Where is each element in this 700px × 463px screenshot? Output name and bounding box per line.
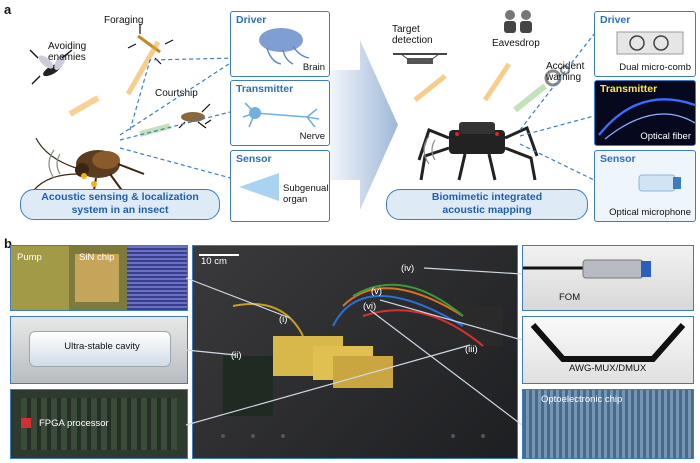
- card-sensor-organ: Sensor Subgenual organ: [230, 150, 330, 222]
- hexapod-robot-icon: [417, 122, 539, 181]
- card-sub: Nerve: [299, 131, 325, 142]
- connectors-left: [119, 57, 239, 181]
- caption-line1: Biomimetic integrated: [431, 191, 543, 203]
- subgenual-organ-icon: [239, 173, 279, 201]
- card-transmitter-nerve: Transmitter Nerve: [230, 80, 330, 146]
- label-target-detection: Target detection: [392, 24, 433, 46]
- photo-pump-sin-chip: Pump SiN chip: [10, 245, 188, 311]
- label-pump: Pump: [17, 252, 42, 263]
- insect-illustration: [29, 24, 212, 203]
- card-title: Sensor: [600, 153, 636, 165]
- label-fom: FOM: [559, 292, 581, 303]
- label-courtship: Courtship: [155, 88, 198, 99]
- card-transmitter-fiber: Transmitter Optical fiber: [594, 80, 696, 146]
- label-accident-warning: Accident warning: [546, 61, 585, 83]
- panel-a-letter: a: [4, 2, 12, 17]
- brain-icon: [259, 28, 310, 65]
- photo-setup: 10 cm (i) (ii) (iii) (iv) (v) (vi): [192, 245, 518, 459]
- card-sub: Optical microphone: [609, 207, 691, 218]
- setup-illustration: [221, 283, 503, 438]
- card-sub: Subgenual organ: [283, 183, 328, 205]
- marker-ii: (ii): [231, 350, 242, 361]
- label-sin-chip: SiN chip: [79, 252, 115, 263]
- marker-vi: (vi): [363, 301, 377, 312]
- card-title: Sensor: [236, 153, 272, 165]
- nerve-icon: [242, 102, 320, 128]
- label-cavity: Ultra-stable cavity: [64, 341, 140, 352]
- left-caption-pill: Acoustic sensing & localization system i…: [20, 189, 220, 220]
- card-title: Driver: [600, 14, 631, 26]
- robot-illustration: [393, 53, 570, 181]
- fpga-board: [21, 398, 177, 450]
- card-title: Transmitter: [600, 83, 658, 95]
- fom-icon: [523, 259, 651, 279]
- microphone-icon: [638, 174, 681, 192]
- big-arrow: [330, 40, 398, 210]
- card-sub: Dual micro-comb: [619, 62, 691, 73]
- photo-fpga: FPGA processor: [10, 389, 188, 459]
- connectors-right: [519, 33, 595, 181]
- scale-bar: [199, 254, 239, 256]
- photo-chip: Optoelectronic chip: [522, 389, 694, 459]
- awg-icon: [530, 323, 686, 362]
- card-sensor-microphone: Sensor Optical microphone: [594, 150, 696, 222]
- optical-fiber-icon: [598, 98, 695, 140]
- scale-bar-label: 10 cm: [201, 256, 227, 267]
- photo-fom: FOM: [522, 245, 694, 311]
- pump-board: [11, 246, 69, 310]
- photo-cavity: Ultra-stable cavity: [10, 316, 188, 384]
- marker-v: (v): [371, 286, 383, 297]
- fly-icon: [29, 49, 73, 85]
- micro-comb-icon: [616, 31, 684, 55]
- label-foraging: Foraging: [104, 15, 144, 26]
- label-chip: Optoelectronic chip: [541, 394, 623, 405]
- caption-line2: system in an insect: [71, 204, 169, 216]
- photo-awg: AWG-MUX/DMUX: [522, 316, 694, 384]
- panel-b-letter: b: [4, 236, 12, 251]
- card-driver-brain: Driver Brain: [230, 11, 330, 77]
- marker-iv: (iv): [401, 263, 415, 274]
- card-sub-line1: Subgenual: [283, 183, 329, 194]
- card-sub: Optical fiber: [640, 131, 691, 142]
- card-sub-line2: organ: [283, 194, 308, 205]
- drone-icon: [393, 53, 447, 64]
- label-avoiding-enemies: Avoiding enemies: [48, 41, 87, 63]
- card-driver-microcomb: Driver Dual micro-comb: [594, 11, 696, 77]
- caption-line2: acoustic mapping: [442, 204, 532, 216]
- grasshopper-icon: [178, 103, 212, 129]
- card-title: Transmitter: [236, 83, 294, 95]
- marker-i: (i): [279, 314, 288, 325]
- label-awg: AWG-MUX/DMUX: [569, 363, 647, 374]
- chip-microscope: [127, 246, 187, 310]
- card-sub: Brain: [302, 62, 325, 73]
- marker-iii: (iii): [465, 344, 478, 355]
- red-connector: [21, 418, 31, 428]
- sin-chip-board: [75, 254, 119, 302]
- label-eavesdrop: Eavesdrop: [492, 38, 540, 49]
- label-fpga: FPGA processor: [39, 418, 109, 429]
- cavity-cylinder: [29, 331, 171, 367]
- card-title: Driver: [236, 14, 267, 26]
- eavesdrop-people-icon: [504, 10, 532, 33]
- caption-line1: Acoustic sensing & localization: [41, 191, 199, 203]
- right-caption-pill: Biomimetic integrated acoustic mapping: [386, 189, 588, 220]
